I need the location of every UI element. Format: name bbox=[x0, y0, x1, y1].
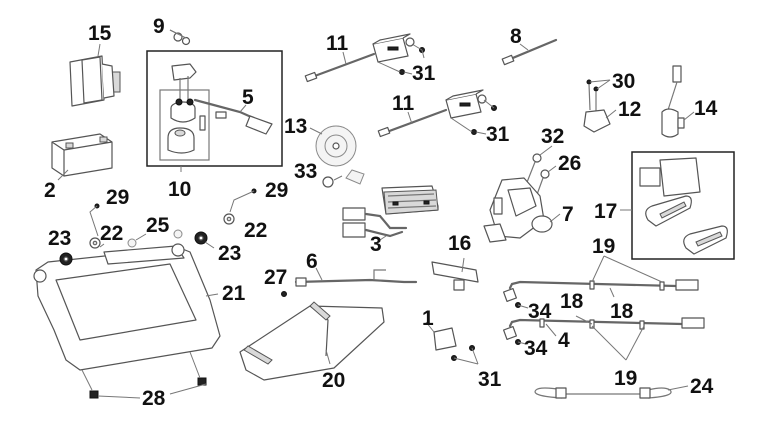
battery-part-2 bbox=[51, 133, 113, 181]
callout-14: 14 bbox=[694, 97, 718, 120]
cover-part-20 bbox=[239, 301, 385, 381]
leader-18-b bbox=[609, 287, 615, 298]
relay-part-1 bbox=[425, 321, 479, 365]
callout-11-lower: 11 bbox=[392, 92, 415, 115]
callout-5: 5 bbox=[242, 86, 254, 109]
callout-27: 27 bbox=[264, 266, 287, 289]
sensor-part-12 bbox=[583, 79, 617, 133]
callout-22-right: 22 bbox=[244, 219, 267, 242]
harness-part-6 bbox=[281, 267, 418, 297]
receiver-and-keys-part-17 bbox=[620, 157, 728, 255]
callout-10: 10 bbox=[168, 178, 191, 201]
callout-13: 13 bbox=[284, 115, 307, 138]
callout-16: 16 bbox=[448, 232, 471, 255]
callout-25: 25 bbox=[146, 214, 170, 237]
callout-20: 20 bbox=[322, 369, 345, 392]
remote-keys-group-box bbox=[631, 151, 735, 260]
ignition-coil-part-14 bbox=[661, 65, 695, 138]
cable-loop-part-24 bbox=[534, 385, 689, 399]
callout-32: 32 bbox=[541, 125, 564, 148]
actuator-part-11-upper bbox=[304, 33, 425, 83]
callout-11-upper: 11 bbox=[326, 32, 349, 55]
callout-9: 9 bbox=[153, 15, 165, 38]
callout-34-upper: 34 bbox=[528, 300, 552, 323]
callout-19-lower: 19 bbox=[614, 367, 637, 390]
leader-19-a bbox=[591, 255, 605, 283]
callout-2: 2 bbox=[44, 179, 56, 202]
callout-7: 7 bbox=[562, 203, 574, 226]
cable-part-4-lower bbox=[502, 317, 705, 345]
callout-1: 1 bbox=[422, 307, 434, 330]
module-part-16 bbox=[431, 257, 479, 291]
leader-19-d bbox=[625, 325, 645, 361]
callout-29-right: 29 bbox=[265, 179, 288, 202]
callout-24: 24 bbox=[690, 375, 714, 398]
callout-15: 15 bbox=[88, 22, 112, 45]
fuel-pump-part-5 bbox=[167, 29, 273, 172]
callout-34-lower: 34 bbox=[524, 337, 548, 360]
callout-28: 28 bbox=[142, 387, 166, 410]
callout-30: 30 bbox=[612, 70, 635, 93]
cable-part-4-upper bbox=[502, 279, 699, 309]
horn-part-13 bbox=[309, 125, 365, 188]
callout-31-upper: 31 bbox=[412, 62, 436, 85]
callout-33: 33 bbox=[294, 160, 317, 183]
callout-6: 6 bbox=[306, 250, 318, 273]
callout-29-left: 29 bbox=[106, 186, 129, 209]
ecu-part-15 bbox=[69, 43, 121, 107]
callout-23-right: 23 bbox=[218, 242, 241, 265]
regulator-part-3 bbox=[342, 185, 439, 241]
callout-23-left: 23 bbox=[48, 227, 71, 250]
callout-3: 3 bbox=[370, 233, 382, 256]
fuel-pump-group-box bbox=[146, 50, 283, 167]
callout-4: 4 bbox=[558, 329, 570, 352]
starter-relay-part-7 bbox=[483, 145, 561, 243]
callout-18-left: 18 bbox=[560, 290, 584, 313]
callout-31-mid: 31 bbox=[486, 123, 510, 146]
callout-12: 12 bbox=[618, 98, 641, 121]
callout-19-upper: 19 bbox=[592, 235, 615, 258]
callout-31-lower: 31 bbox=[478, 368, 502, 391]
battery-tray-part-21 bbox=[33, 188, 257, 399]
callout-21: 21 bbox=[222, 282, 246, 305]
leader-19-c bbox=[591, 325, 627, 361]
callout-17: 17 bbox=[594, 200, 617, 223]
callout-18-right: 18 bbox=[610, 300, 634, 323]
actuator-part-11-lower bbox=[377, 89, 497, 138]
callout-8: 8 bbox=[510, 25, 522, 48]
fuel-pump-subgroup-box bbox=[159, 89, 210, 161]
leader-18-a bbox=[575, 315, 593, 325]
callout-22-left: 22 bbox=[100, 222, 123, 245]
sensor-lead-part-8 bbox=[501, 38, 558, 66]
leader-19-b bbox=[603, 255, 663, 283]
callout-26: 26 bbox=[558, 152, 581, 175]
